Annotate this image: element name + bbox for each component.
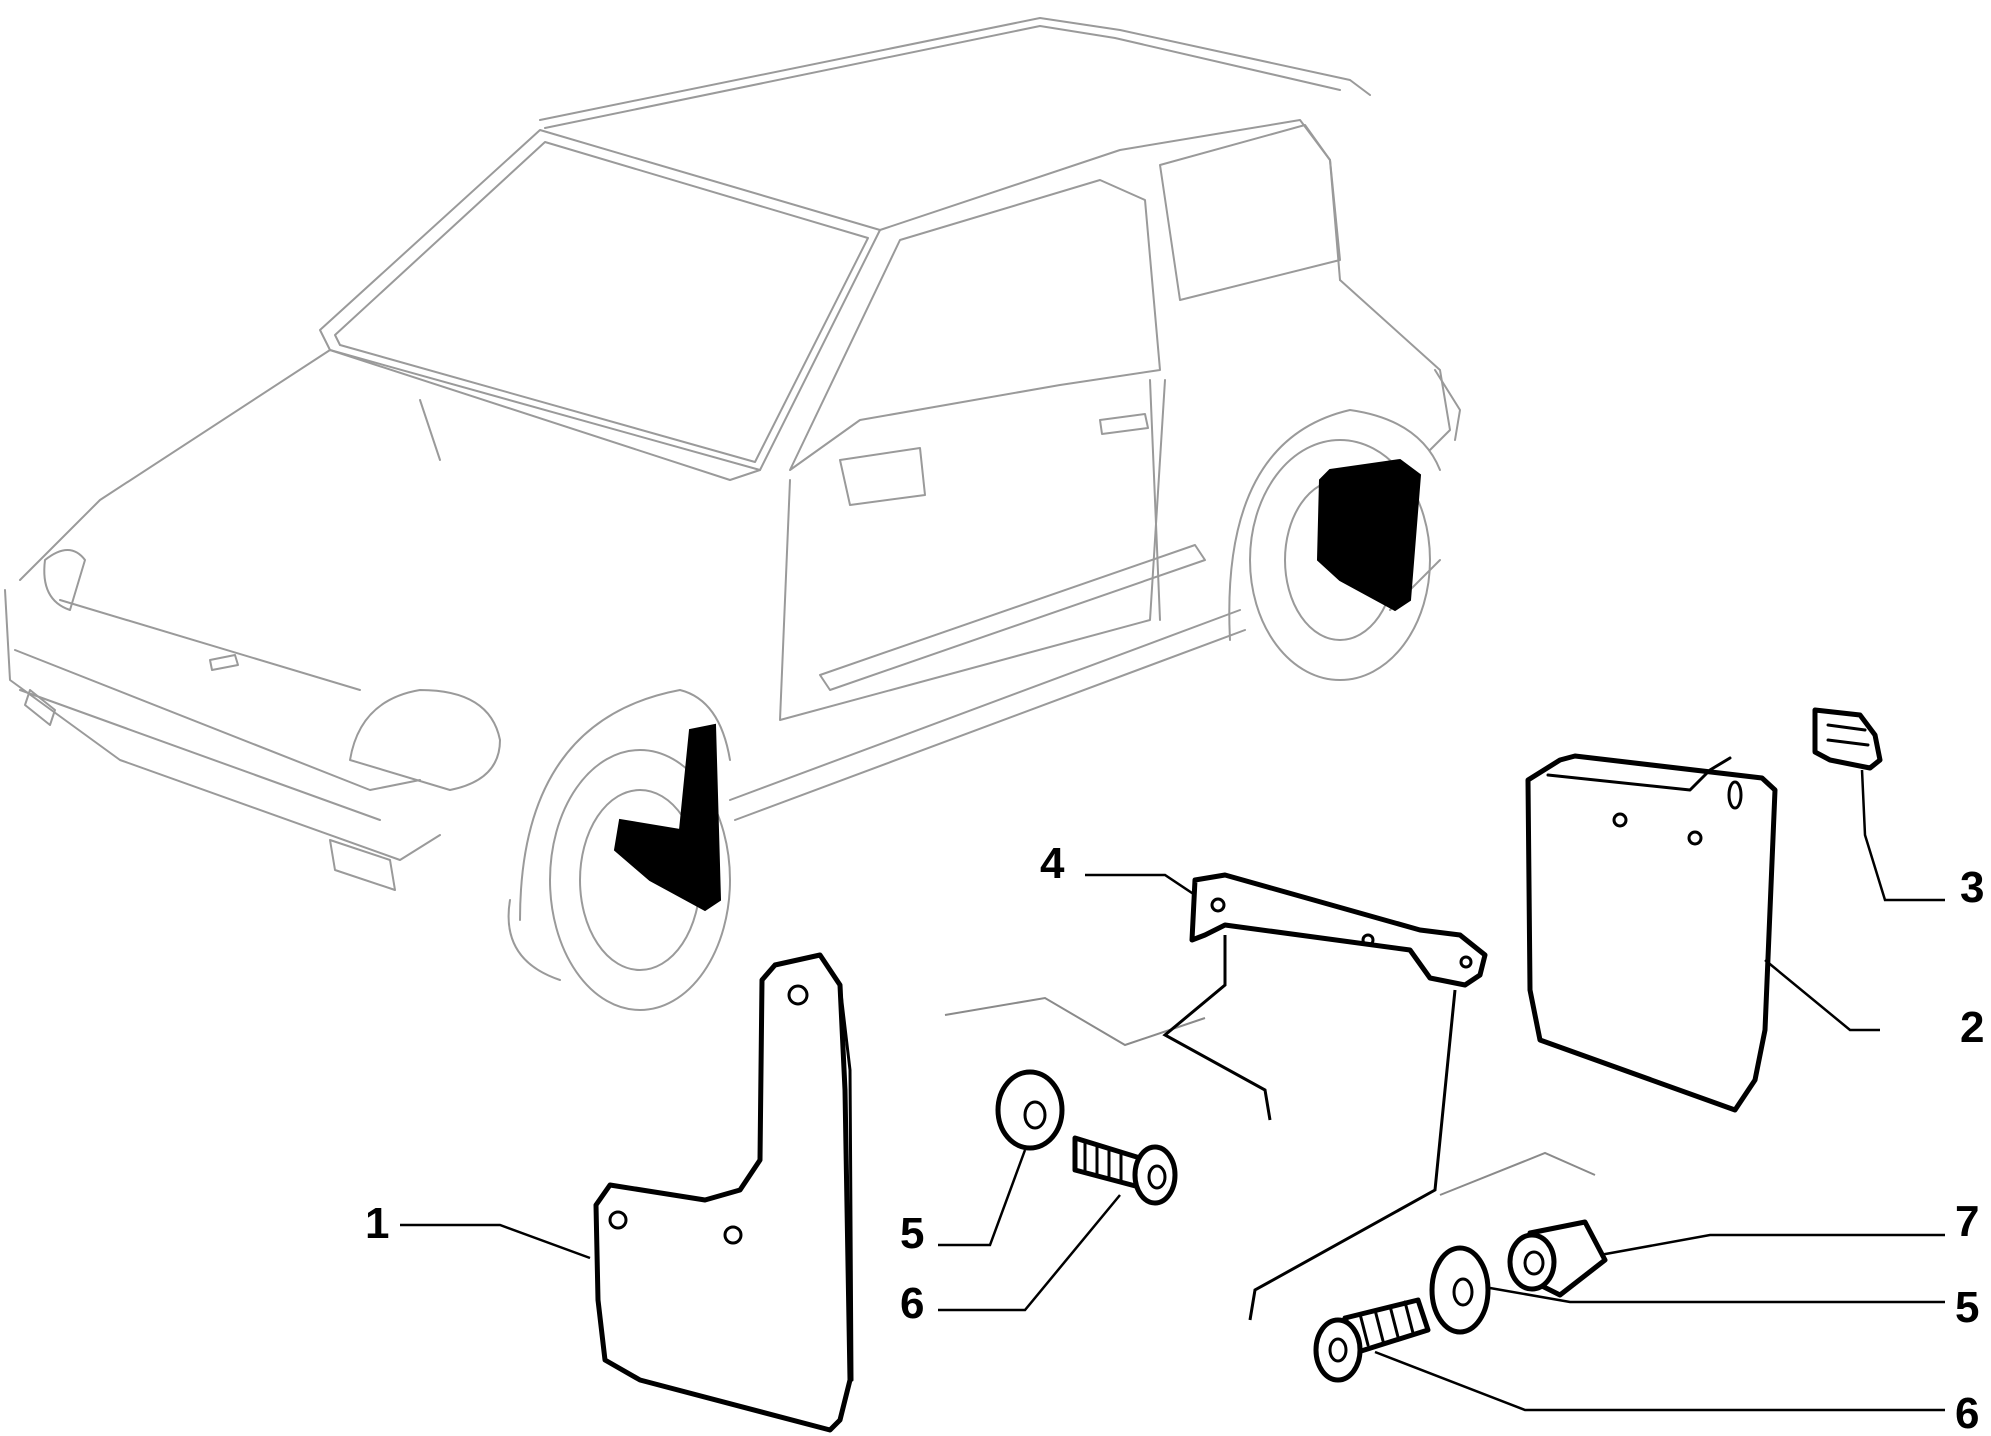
washer-part-upper — [995, 1069, 1065, 1151]
bracket-part — [1189, 872, 1488, 988]
bracket-guide-right-dark — [1248, 989, 1457, 1321]
callout-6-upper: 6 — [900, 1279, 924, 1328]
callout-5-lower: 5 — [1955, 1283, 1979, 1332]
bracket-guide-right — [1439, 1151, 1596, 1196]
callout-6-lower: 6 — [1955, 1389, 1979, 1436]
clip-part — [1812, 707, 1883, 771]
callout-5-upper: 5 — [900, 1209, 924, 1258]
callout-7: 7 — [1955, 1197, 1979, 1246]
screw-part-upper — [1072, 1135, 1178, 1206]
nut-part — [1507, 1219, 1608, 1298]
leader-lines — [400, 769, 1945, 1412]
rear-mudflap-part — [1525, 753, 1778, 1113]
bracket-guide-left-dark — [1162, 935, 1272, 1121]
callout-2: 2 — [1960, 1003, 1984, 1052]
front-mudflap-part — [593, 952, 854, 1433]
screw-part-lower — [1313, 1297, 1431, 1383]
car-illustration — [4, 17, 1461, 1011]
mounted-rear-mudflap — [1316, 458, 1422, 612]
callout-3: 3 — [1960, 863, 1984, 912]
mounted-front-mudflap — [613, 723, 722, 912]
callout-4: 4 — [1040, 839, 1065, 888]
washer-part-lower — [1429, 1245, 1491, 1335]
bracket-guide-left — [944, 996, 1206, 1047]
callout-1: 1 — [365, 1199, 389, 1248]
